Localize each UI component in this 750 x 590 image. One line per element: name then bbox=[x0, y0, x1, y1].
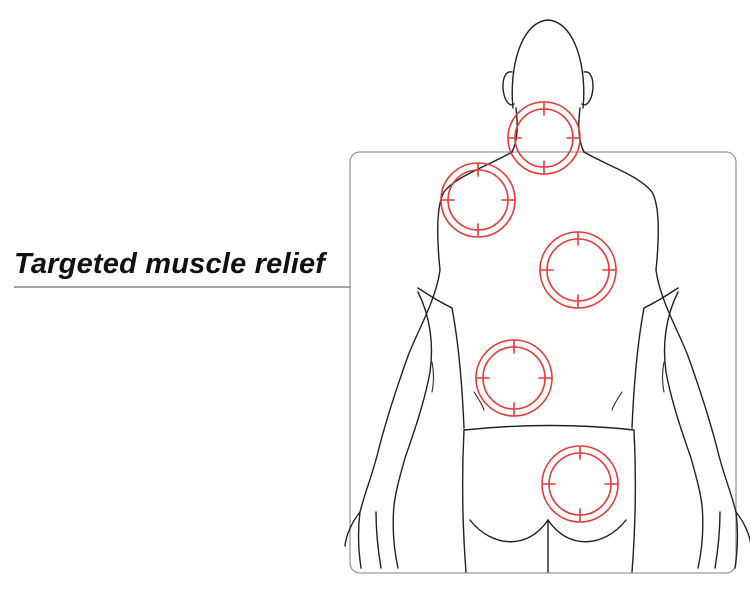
left-shoulder bbox=[437, 151, 513, 271]
hips-right bbox=[631, 429, 637, 573]
target-mid-back-inner-ring bbox=[482, 346, 546, 410]
target-upper-left-shoulder bbox=[440, 162, 516, 238]
hips-left bbox=[461, 429, 467, 573]
targets bbox=[440, 101, 619, 523]
target-lower-back bbox=[541, 445, 619, 523]
torso-left-side bbox=[451, 307, 465, 429]
right-shoulder bbox=[583, 151, 659, 271]
left-back-detail bbox=[473, 391, 485, 411]
target-lower-back-outer-ring bbox=[541, 445, 619, 523]
target-upper-left-shoulder-outer-ring bbox=[440, 162, 516, 238]
diagram-title: Targeted muscle relief bbox=[14, 248, 326, 280]
target-right-upper-back-inner-ring bbox=[546, 238, 610, 302]
right-armpit-line bbox=[643, 287, 679, 309]
right-hand bbox=[697, 504, 750, 569]
left-armpit-line bbox=[417, 287, 453, 309]
right-back-detail bbox=[611, 391, 623, 411]
target-lower-back-inner-ring bbox=[548, 452, 612, 516]
torso-right-side bbox=[631, 307, 645, 429]
left-tricep-detail bbox=[431, 361, 435, 393]
target-right-upper-back-outer-ring bbox=[539, 231, 617, 309]
right-arm-inner bbox=[663, 291, 703, 506]
waistband bbox=[463, 424, 635, 431]
target-mid-back bbox=[475, 339, 553, 417]
target-neck bbox=[507, 101, 581, 175]
target-neck-inner-ring bbox=[514, 108, 574, 168]
body-outline bbox=[344, 19, 750, 573]
target-neck-outer-ring bbox=[507, 101, 581, 175]
neck-left bbox=[511, 107, 518, 153]
target-mid-back-outer-ring bbox=[475, 339, 553, 417]
diagram-frame bbox=[349, 151, 737, 574]
left-ear bbox=[502, 71, 515, 106]
head-outline bbox=[511, 19, 585, 109]
target-right-upper-back bbox=[539, 231, 617, 309]
right-ear bbox=[581, 71, 594, 106]
right-tricep-detail bbox=[661, 361, 665, 393]
left-arm-inner bbox=[393, 291, 433, 506]
target-upper-left-shoulder-inner-ring bbox=[447, 169, 509, 231]
left-hand bbox=[344, 504, 399, 569]
